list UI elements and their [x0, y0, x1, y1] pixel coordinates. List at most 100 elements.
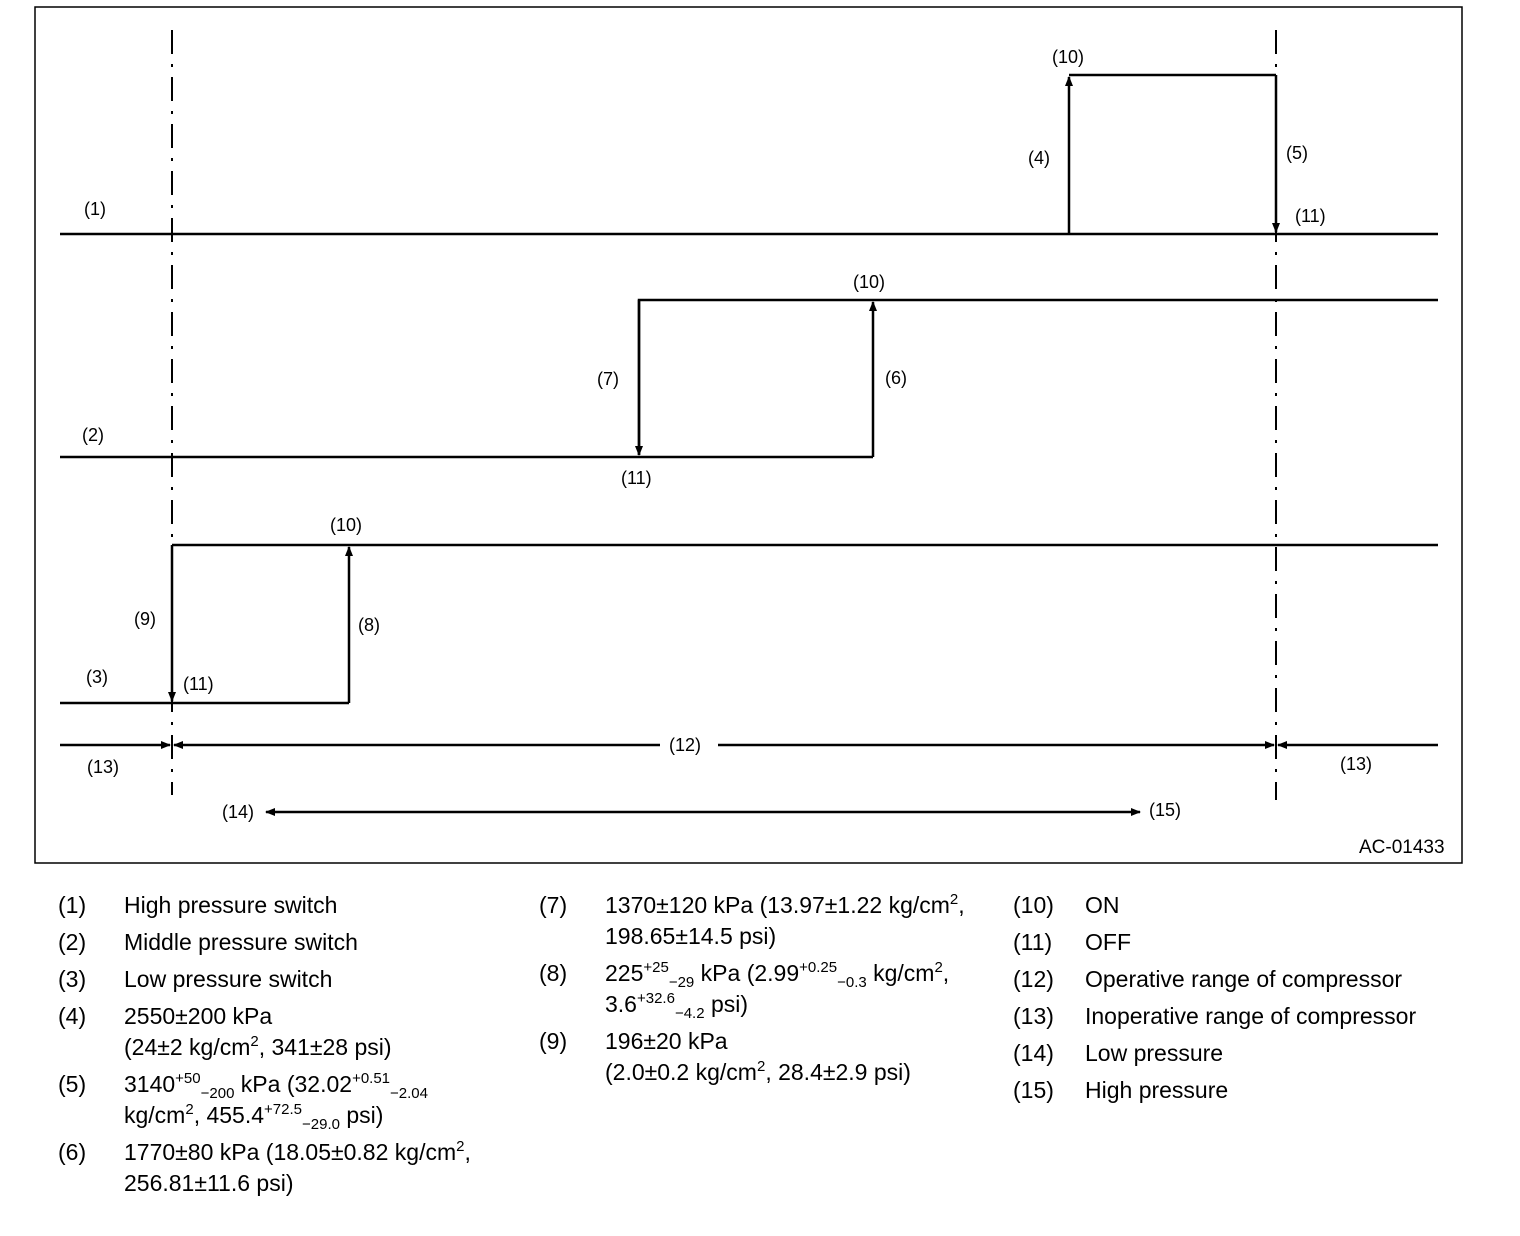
legend-item-9: (9) 196±20 kPa (2.0±0.2 kg/cm2, 28.4±2.9… [539, 1026, 965, 1088]
pressure-switch-diagram: (1) (2) (3) (4) (5) (6) (7) (8) (9) (10)… [34, 6, 1463, 864]
legend-item-6: (6) 1770±80 kPa (18.05±0.82 kg/cm2, 256.… [58, 1137, 471, 1199]
legend-text-part: 1770±80 kPa (18.05±0.82 kg/cm [124, 1139, 457, 1165]
legend-num: (12) [1013, 966, 1054, 992]
legend-num: (7) [539, 892, 568, 918]
legend-text: 196±20 kPa (2.0±0.2 kg/cm2, 28.4±2.9 psi… [605, 1026, 911, 1088]
legend-text: 1770±80 kPa (18.05±0.82 kg/cm2, 256.81±1… [124, 1137, 471, 1199]
label-1: (1) [84, 199, 106, 219]
legend-text: Middle pressure switch [124, 929, 358, 955]
legend-num: (9) [539, 1028, 568, 1054]
legend-num: (2) [58, 929, 87, 955]
legend-text-part: kPa (32.02 [234, 1071, 353, 1097]
legend-column-3: (10) ON (11) OFF (12) Operative range of… [1013, 890, 1416, 1112]
legend-item-15: (15) High pressure [1013, 1075, 1416, 1106]
legend-text: 1370±120 kPa (13.97±1.22 kg/cm2, 198.65±… [605, 890, 965, 952]
legend-text: Operative range of compressor [1085, 966, 1403, 992]
legend-sup: +32.6 [636, 990, 675, 1007]
legend-sup: +25 [643, 959, 669, 976]
legend-sub: −2.04 [390, 1085, 428, 1102]
legend-num: (5) [58, 1071, 87, 1097]
legend-text: OFF [1085, 929, 1131, 955]
legend-item-2: (2) Middle pressure switch [58, 927, 471, 958]
legend-num: (13) [1013, 1003, 1054, 1029]
legend-sup: +0.51 [352, 1070, 391, 1087]
legend-text: 2550±200 kPa (24±2 kg/cm2, 341±28 psi) [124, 1001, 392, 1063]
legend-text-part: , 341±28 psi) [258, 1034, 392, 1060]
legend-sup: +72.5 [264, 1101, 302, 1118]
legend-sub: −29 [668, 974, 695, 991]
legend-sup: 2 [949, 891, 959, 908]
legend-text-part: , 455.4 [193, 1102, 265, 1128]
legend-item-5: (5) 3140+50−200 kPa (32.02+0.51−2.04 kg/… [58, 1069, 471, 1132]
legend-item-10: (10) ON [1013, 890, 1416, 921]
label-off-low: (11) [183, 674, 214, 694]
legend-column-2: (7) 1370±120 kPa (13.97±1.22 kg/cm2, 198… [539, 890, 965, 1094]
legend-text-part: , 28.4±2.9 psi) [765, 1059, 911, 1085]
legend-text-part: , [958, 892, 965, 918]
label-14: (14) [222, 802, 254, 822]
figure-code: AC-01433 [1359, 837, 1445, 858]
legend-text: ON [1085, 892, 1120, 918]
legend-num: (10) [1013, 892, 1054, 918]
legend-item-4: (4) 2550±200 kPa (24±2 kg/cm2, 341±28 ps… [58, 1001, 471, 1063]
label-13-left: (13) [87, 757, 119, 777]
legend-text: Inoperative range of compressor [1085, 1003, 1417, 1029]
legend-sup: 2 [756, 1058, 766, 1075]
legend-text-part: kPa (2.99 [694, 960, 800, 986]
legend-num: (8) [539, 960, 568, 986]
legend-item-3: (3) Low pressure switch [58, 964, 471, 995]
label-15: (15) [1149, 800, 1181, 820]
legend-text-part: 225 [605, 960, 644, 986]
legend-text: High pressure switch [124, 892, 338, 918]
legend-sub: −0.3 [837, 974, 867, 991]
legend-text: 3140+50−200 kPa (32.02+0.51−2.04 kg/cm2,… [124, 1069, 428, 1132]
label-on-low: (10) [330, 515, 362, 535]
legend-text: Low pressure [1085, 1040, 1224, 1066]
legend-text-part: (2.0±0.2 kg/cm [605, 1059, 757, 1085]
label-6: (6) [885, 368, 907, 388]
legend-num: (1) [58, 892, 87, 918]
legend-num: (4) [58, 1003, 87, 1029]
legend-item-7: (7) 1370±120 kPa (13.97±1.22 kg/cm2, 198… [539, 890, 965, 952]
legend-text-part: (24±2 kg/cm [124, 1034, 251, 1060]
label-3: (3) [86, 667, 108, 687]
legend-num: (14) [1013, 1040, 1054, 1066]
legend-item-11: (11) OFF [1013, 927, 1416, 958]
legend-item-14: (14) Low pressure [1013, 1038, 1416, 1069]
legend-item-12: (12) Operative range of compressor [1013, 964, 1416, 995]
legend-text-part: 3.6 [605, 991, 637, 1017]
label-2: (2) [82, 425, 104, 445]
legend-item-13: (13) Inoperative range of compressor [1013, 1001, 1416, 1032]
legend-text-part: kg/cm [866, 960, 935, 986]
label-4: (4) [1028, 148, 1050, 168]
legend-text: High pressure [1085, 1077, 1229, 1103]
legend-text-part: , [942, 960, 950, 986]
legend-item-1: (1) High pressure switch [58, 890, 471, 921]
label-7: (7) [597, 369, 619, 389]
label-9: (9) [134, 609, 156, 629]
legend-text-part: 1370±120 kPa (13.97±1.22 kg/cm [605, 892, 950, 918]
legend-num: (3) [58, 966, 87, 992]
label-8: (8) [358, 615, 380, 635]
legend-sup: 2 [934, 959, 943, 976]
label-off-high: (11) [1295, 206, 1326, 226]
label-on-high: (10) [1052, 47, 1084, 67]
legend-text-line: 196±20 kPa [605, 1028, 728, 1054]
legend-num: (6) [58, 1139, 87, 1165]
label-5: (5) [1286, 143, 1308, 163]
legend-sup: 2 [250, 1033, 259, 1050]
legend-num: (11) [1013, 929, 1053, 955]
legend-sub: −200 [200, 1085, 235, 1102]
legend-text-part: psi) [704, 991, 749, 1017]
label-13-right: (13) [1340, 754, 1372, 774]
legend-text: 225+25−29 kPa (2.99+0.25−0.3 kg/cm2, 3.6… [605, 958, 950, 1022]
legend-text-part: psi) [339, 1102, 384, 1128]
legend-text: Low pressure switch [124, 966, 333, 992]
legend-sub: −4.2 [674, 1005, 705, 1022]
legend-item-8: (8) 225+25−29 kPa (2.99+0.25−0.3 kg/cm2,… [539, 958, 965, 1022]
legend-sup: 2 [456, 1138, 465, 1155]
legend-sup: +50 [175, 1070, 201, 1087]
legend-text-part: 3140 [124, 1071, 176, 1097]
legend-text-line: 2550±200 kPa [124, 1003, 273, 1029]
legend-sup: 2 [185, 1101, 194, 1118]
